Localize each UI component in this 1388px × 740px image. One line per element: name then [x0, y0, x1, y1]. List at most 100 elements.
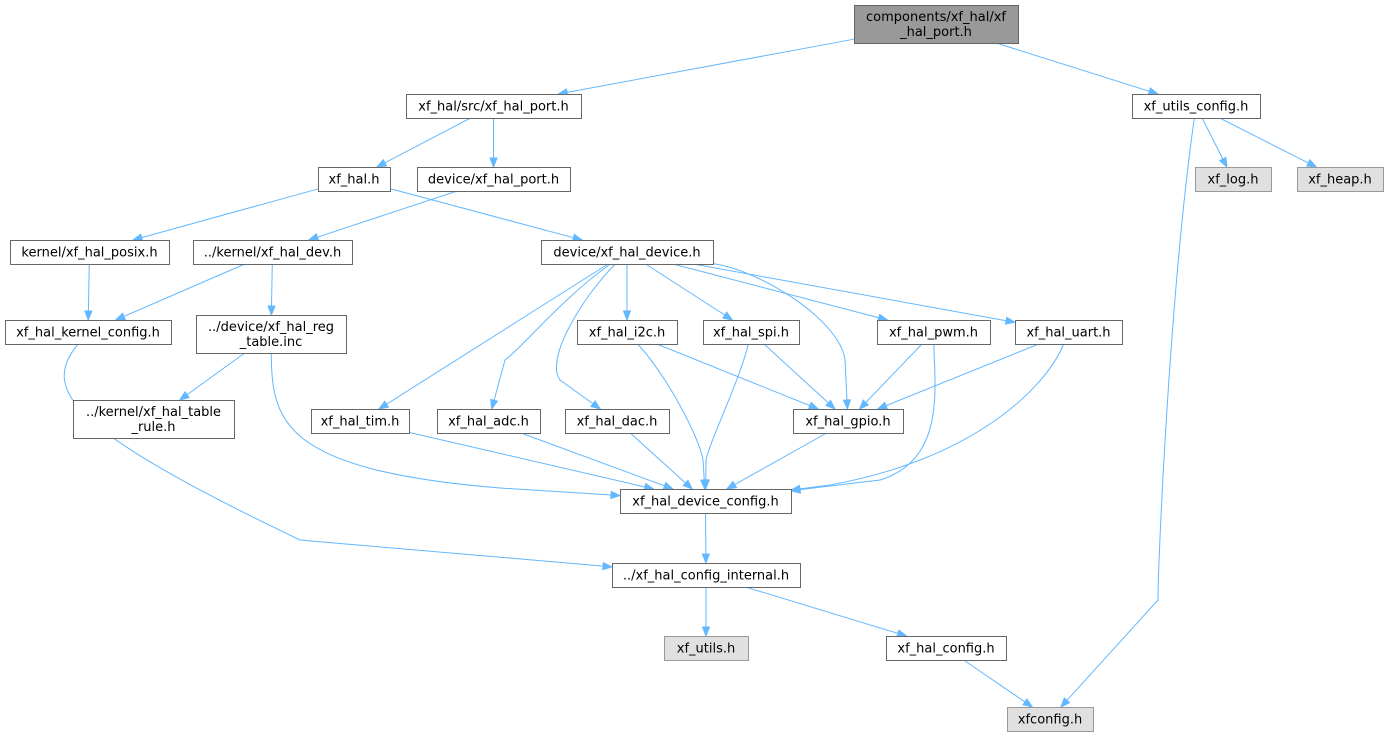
edge-line	[87, 263, 90, 312]
node-device-config[interactable]: xf_hal_device_config.h	[620, 489, 792, 514]
edge-arrowhead	[876, 401, 889, 410]
node-box	[886, 636, 1007, 661]
edge-arrowhead	[490, 398, 499, 411]
node-box	[311, 409, 410, 434]
edge-line	[141, 188, 319, 239]
edge-line	[693, 263, 1007, 322]
edge-arrowhead	[602, 561, 614, 571]
edge-line	[963, 659, 1026, 703]
node-box	[793, 409, 904, 434]
node-posix[interactable]: kernel/xf_hal_posix.h	[10, 240, 170, 265]
node-config-internal[interactable]: ../xf_hal_config_internal.h	[612, 563, 801, 588]
edge-src_port-to-device_port	[489, 118, 498, 169]
node-table-rule[interactable]: ../kernel/xf_hal_table_rule.h	[73, 400, 235, 439]
node-device[interactable]: device/xf_hal_device.h	[541, 240, 714, 265]
node-dac[interactable]: xf_hal_dac.h	[565, 409, 670, 434]
edge-line	[656, 343, 811, 407]
node-src-port[interactable]: xf_hal/src/xf_hal_port.h	[406, 94, 582, 119]
node-box	[565, 409, 670, 434]
edge-line	[317, 190, 458, 238]
node-gpio[interactable]: xf_hal_gpio.h	[793, 409, 904, 434]
edge-arrowhead	[825, 399, 836, 410]
node-label: xf_hal_uart.h	[1026, 326, 1110, 341]
edge-line	[799, 343, 1065, 490]
edge-gpio-to-device_config	[725, 432, 827, 490]
node-box	[5, 320, 172, 345]
node-box	[406, 94, 582, 119]
edge-arrowhead	[267, 305, 276, 317]
node-label: xf_hal_config.h	[897, 642, 994, 657]
edge-utils_config-to-xf_log	[1201, 117, 1228, 169]
node-xf-log: xf_log.h	[1195, 167, 1272, 192]
node-adc[interactable]: xf_hal_adc.h	[437, 409, 541, 434]
edge-config_internal-to-xf_utils	[701, 587, 711, 638]
edge-line	[1219, 117, 1309, 164]
node-box	[703, 320, 800, 345]
node-xfconfig: xfconfig.h	[1007, 707, 1094, 732]
edge-arrowhead	[1218, 156, 1228, 169]
edge-line	[996, 42, 1150, 92]
edge-line	[763, 343, 829, 404]
edge-arrowhead	[858, 399, 870, 410]
edge-arrowhead	[842, 399, 852, 411]
node-label: ../kernel/xf_hal_dev.h	[204, 246, 341, 261]
node-label: xf_hal_tim.h	[321, 415, 400, 430]
node-pwm[interactable]: xf_hal_pwm.h	[877, 320, 991, 345]
edge-arrowhead	[114, 312, 127, 321]
node-label: xf_log.h	[1208, 173, 1259, 188]
edge-device-to-gpio	[712, 263, 852, 411]
node-box	[854, 5, 1019, 44]
node-i2c[interactable]: xf_hal_i2c.h	[577, 320, 678, 345]
edge-tim-to-device_config	[408, 431, 656, 491]
edge-uart-to-device_config	[789, 343, 1065, 493]
edge-reg_table-to-table_rule	[178, 352, 246, 401]
edge-device_port-to-dev	[307, 190, 458, 242]
node-label: _table.inc	[239, 335, 303, 350]
node-label: xf_hal.h	[329, 173, 380, 188]
edge-line	[672, 263, 879, 319]
node-label: components/xf_hal/xf	[866, 10, 1006, 25]
edge-arrowhead	[807, 401, 820, 410]
edge-arrowhead	[84, 310, 93, 322]
edge-arrowhead	[1059, 697, 1071, 709]
edge-config_internal-to-hal_config	[745, 586, 908, 638]
node-label: xf_hal_device_config.h	[632, 495, 778, 510]
node-label: xf_hal_pwm.h	[889, 326, 978, 341]
edge-line	[63, 343, 604, 567]
node-dev[interactable]: ../kernel/xf_hal_dev.h	[193, 240, 353, 265]
edge-utils_config-to-xf_heap	[1219, 117, 1318, 168]
node-box	[612, 563, 801, 588]
edge-device-to-adc	[490, 263, 611, 411]
node-tim[interactable]: xf_hal_tim.h	[311, 409, 410, 434]
node-label: xf_hal_i2c.h	[589, 326, 666, 341]
node-spi[interactable]: xf_hal_spi.h	[703, 320, 800, 345]
edge-spi-to-gpio	[763, 343, 836, 410]
node-label: ../kernel/xf_hal_table	[86, 405, 221, 420]
node-reg-table[interactable]: ../device/xf_hal_reg_table.inc	[196, 315, 347, 354]
edge-dac-to-device_config	[629, 432, 694, 490]
node-xf-hal[interactable]: xf_hal.h	[318, 167, 391, 192]
edge-line	[734, 432, 827, 486]
edge-line	[186, 352, 246, 396]
node-utils-config[interactable]: xf_utils_config.h	[1132, 94, 1261, 119]
node-label: xf_hal_gpio.h	[805, 415, 890, 430]
node-box	[193, 240, 353, 265]
node-device-port[interactable]: device/xf_hal_port.h	[417, 167, 571, 192]
node-hal-config[interactable]: xf_hal_config.h	[886, 636, 1007, 661]
edge-line	[270, 352, 612, 496]
node-label: xf_hal_adc.h	[448, 415, 529, 430]
node-kernel-config[interactable]: xf_hal_kernel_config.h	[5, 320, 172, 345]
edge-line	[885, 343, 1039, 407]
edge-arrowhead	[377, 400, 390, 410]
edge-arrowhead	[131, 233, 144, 242]
edge-arrowhead	[178, 391, 190, 401]
edge-device-to-dac	[555, 263, 616, 410]
node-label: xf_hal_kernel_config.h	[16, 326, 160, 341]
node-uart[interactable]: xf_hal_uart.h	[1015, 320, 1123, 345]
node-xf-heap: xf_heap.h	[1297, 167, 1384, 192]
edge-src_port-to-xf_hal	[375, 117, 471, 168]
node-label: _rule.h	[130, 420, 175, 435]
edge-xf_hal-to-posix	[131, 188, 319, 242]
edge-adc-to-device_config	[520, 432, 675, 490]
edge-line	[645, 263, 726, 316]
